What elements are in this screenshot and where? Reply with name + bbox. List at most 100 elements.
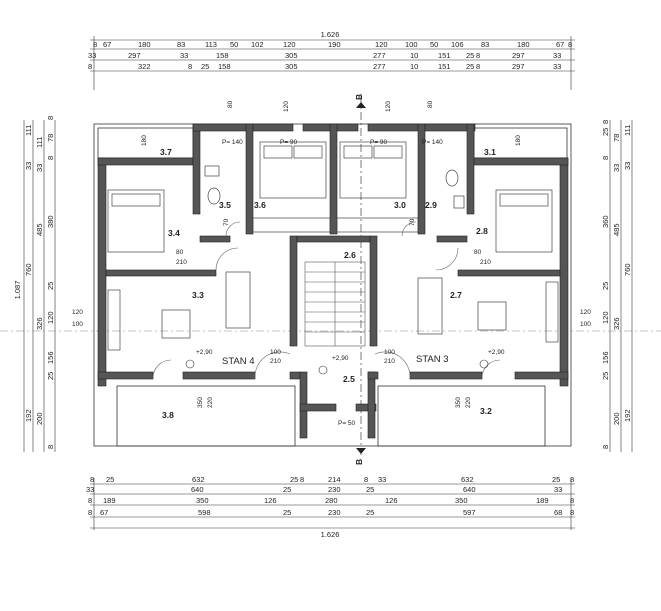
dim-label: 485 xyxy=(612,223,621,236)
dim-label: 8 xyxy=(570,508,574,517)
parapet-note: P= 140 xyxy=(222,139,243,146)
dim-label: 8 xyxy=(188,62,192,71)
dim-label: 83 xyxy=(481,40,489,49)
room-3-6: 3.6 xyxy=(254,200,266,210)
dim-label: 25 xyxy=(601,128,610,136)
dim-label: 120 xyxy=(375,40,388,49)
dim-label: 158 xyxy=(218,62,231,71)
dim-label: 158 xyxy=(216,51,229,60)
window-width-label: 80 xyxy=(227,100,234,108)
room-3-1: 3.1 xyxy=(484,147,496,157)
door-height-label: 210 xyxy=(176,259,187,266)
bottom-dimension-chains xyxy=(90,478,575,530)
left-outer-dimensions: 111 33 760 192 xyxy=(24,125,33,422)
dim-label: 25 xyxy=(552,475,560,484)
room-2-6: 2.6 xyxy=(344,250,356,260)
dim-label: 180 xyxy=(517,40,530,49)
bottom-total-dimension: 1.626 xyxy=(321,530,340,539)
dim-label: 67 xyxy=(100,508,108,517)
room-3-2: 3.2 xyxy=(480,406,492,416)
door-height-label: 210 xyxy=(384,358,395,365)
parapet-note: P= 50 xyxy=(338,420,356,427)
bottom-row3-dimensions: 8 189 350 126 280 126 350 189 8 xyxy=(88,496,574,505)
dim-label: 33 xyxy=(612,164,621,172)
dim-label: 25 xyxy=(466,51,474,60)
unit-label-stan4: STAN 4 xyxy=(222,356,255,367)
dim-label: 68 xyxy=(554,508,562,517)
dim-label: 632 xyxy=(461,475,474,484)
dim-label: 78 xyxy=(612,134,621,142)
dim-label: 8 xyxy=(88,508,92,517)
dim-label: 326 xyxy=(612,317,621,330)
dim-label: 190 xyxy=(328,40,341,49)
dim-label: 113 xyxy=(205,40,217,49)
dim-label: 33 xyxy=(35,164,44,172)
dim-label: 156 xyxy=(601,351,610,364)
dim-label: 192 xyxy=(623,409,632,422)
dim-label: 8 xyxy=(46,445,55,449)
left-total-dimension: 1.087 xyxy=(13,281,22,300)
dim-label: 8 xyxy=(46,116,55,120)
dim-label: 598 xyxy=(198,508,211,517)
dim-label: 8 xyxy=(90,475,94,484)
dim-label: 25 xyxy=(466,62,474,71)
dim-label: 33 xyxy=(623,162,632,170)
window-width-label: 180 xyxy=(515,135,522,146)
dim-label: 280 xyxy=(325,496,338,505)
dim-label: 277 xyxy=(373,51,386,60)
door-width-label: 70 xyxy=(409,218,416,226)
top-row2-dimensions: 33 297 33 158 305 277 10 151 25 8 297 33 xyxy=(88,51,561,60)
dim-label: 760 xyxy=(24,263,33,276)
dim-label: 111 xyxy=(623,125,632,136)
parapet-note: P= 90 xyxy=(370,139,388,146)
dim-label: 189 xyxy=(103,496,116,505)
right-dimension-chains xyxy=(609,120,633,452)
window-width-label: 80 xyxy=(427,100,434,108)
level-symbols xyxy=(185,359,489,375)
window-width-label: 120 xyxy=(72,309,83,316)
door-width-label: 100 xyxy=(384,349,395,356)
section-line xyxy=(0,96,661,455)
dim-label: 83 xyxy=(177,40,185,49)
dim-label: 8 xyxy=(570,496,574,505)
dim-label: 8 xyxy=(88,496,92,505)
dim-label: 214 xyxy=(328,475,341,484)
right-outer-dimensions: 111 33 760 192 xyxy=(623,125,632,422)
dim-label: 8 xyxy=(364,475,368,484)
unit-label-stan3: STAN 3 xyxy=(416,354,449,365)
window-height-label: 220 xyxy=(207,397,214,408)
door-height-label: 210 xyxy=(270,358,281,365)
room-2-7: 2.7 xyxy=(450,290,462,300)
bottom-row2-dimensions: 33 640 25 230 25 640 33 xyxy=(86,485,562,494)
dim-label: 33 xyxy=(554,485,562,494)
room-2-9: 2.9 xyxy=(425,200,437,210)
right-mid-dimensions: 78 33 485 326 200 xyxy=(612,134,621,425)
dim-label: 33 xyxy=(88,51,96,60)
dim-label: 25 xyxy=(366,485,374,494)
dim-label: 8 xyxy=(601,120,610,124)
dim-label: 50 xyxy=(430,40,438,49)
dim-label: 8 xyxy=(46,156,55,160)
dim-label: 380 xyxy=(46,215,55,228)
dim-label: 305 xyxy=(285,62,298,71)
dim-label: 8 xyxy=(568,40,572,49)
dim-label: 151 xyxy=(438,62,451,71)
dim-label: 67 xyxy=(556,40,564,49)
dim-label: 360 xyxy=(601,215,610,228)
dim-label: 297 xyxy=(512,51,525,60)
dim-label: 485 xyxy=(35,223,44,236)
dim-label: 640 xyxy=(463,485,476,494)
dim-label: 102 xyxy=(251,40,264,49)
window-width-label: 100 xyxy=(72,321,83,328)
dim-label: 126 xyxy=(264,496,277,505)
dim-label: 8 xyxy=(476,62,480,71)
dim-label: 8 xyxy=(601,445,610,449)
dim-label: 120 xyxy=(601,311,610,324)
dim-label: 126 xyxy=(385,496,398,505)
room-3-3: 3.3 xyxy=(192,290,204,300)
window-width-label: 100 xyxy=(580,321,591,328)
dim-label: 111 xyxy=(24,125,33,136)
dim-label: 120 xyxy=(283,40,296,49)
left-total-dimension-wrap: 1.087 xyxy=(13,281,22,300)
